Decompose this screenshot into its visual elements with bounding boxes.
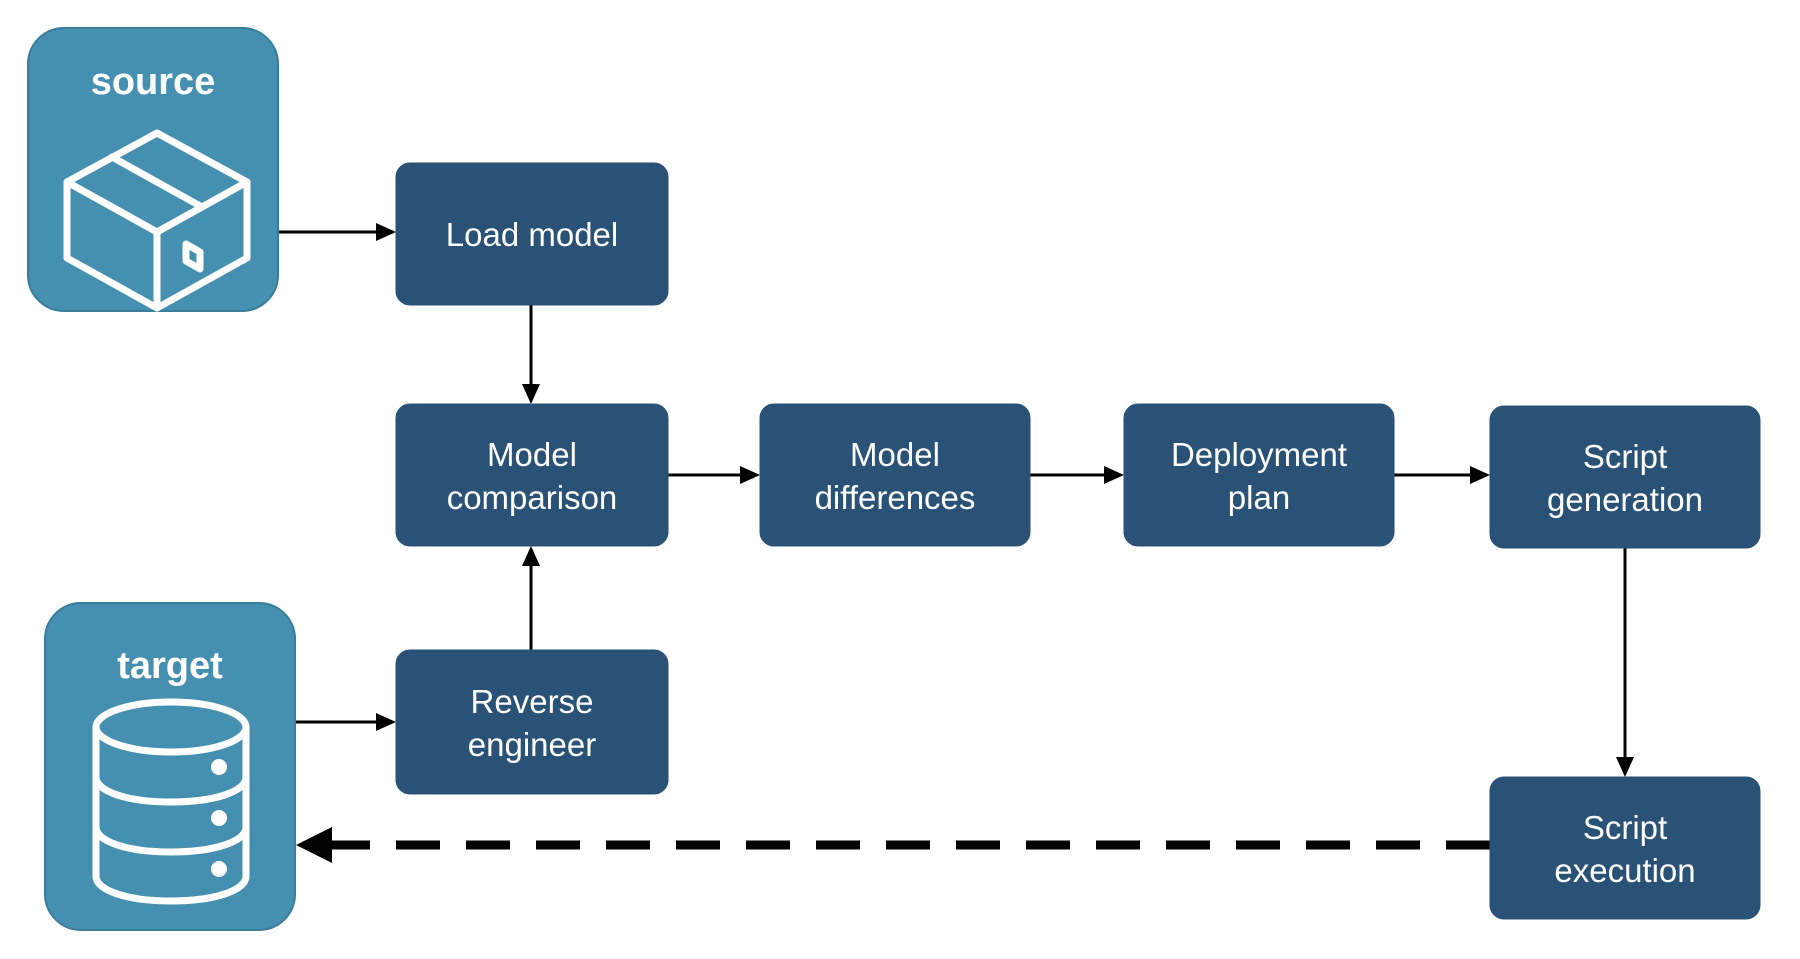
connector-reverse-engineer-to-model-comparison	[522, 546, 540, 650]
connector-model-comparison-to-model-differences	[668, 466, 760, 484]
node-model-comparison[interactable]: Model comparison	[395, 403, 669, 547]
database-indicator-dot	[211, 810, 227, 826]
script-generation-box[interactable]	[1489, 405, 1761, 549]
connectors-layer	[278, 223, 1634, 863]
node-model-differences[interactable]: Model differences	[759, 403, 1031, 547]
node-reverse-engineer[interactable]: Reverse engineer	[395, 649, 669, 795]
deployment-plan-box[interactable]	[1123, 403, 1395, 547]
deployment-plan-label-line-1: Deployment	[1171, 436, 1347, 473]
model-comparison-label-line-2: comparison	[447, 479, 618, 516]
model-differences-label-line-1: Model	[850, 436, 940, 473]
package-box-icon	[63, 129, 251, 312]
node-source[interactable]: source	[27, 27, 279, 312]
script-execution-box[interactable]	[1489, 776, 1761, 920]
database-indicator-dot	[211, 759, 227, 775]
node-load-model[interactable]: Load model	[395, 162, 669, 306]
source-label: source	[91, 61, 216, 103]
connector-script-generation-to-script-execution	[1616, 548, 1634, 777]
model-comparison-label-line-1: Model	[487, 436, 577, 473]
connector-load-model-to-model-comparison	[522, 305, 540, 404]
script-execution-label-line-2: execution	[1554, 852, 1695, 889]
connector-deployment-plan-to-script-generation	[1394, 466, 1490, 484]
connector-model-differences-to-deployment-plan	[1030, 466, 1124, 484]
connector-source-to-load-model	[278, 223, 396, 241]
node-script-execution[interactable]: Script execution	[1489, 776, 1761, 920]
deployment-plan-label-line-2: plan	[1228, 479, 1290, 516]
connector-script-execution-to-target	[296, 827, 1490, 863]
script-generation-label-line-1: Script	[1583, 438, 1667, 475]
model-differences-box[interactable]	[759, 403, 1031, 547]
target-card-background[interactable]	[44, 602, 296, 931]
target-label: target	[117, 645, 223, 687]
script-generation-label-line-2: generation	[1547, 481, 1703, 518]
load-model-box[interactable]	[395, 162, 669, 306]
node-script-generation[interactable]: Script generation	[1489, 405, 1761, 549]
load-model-label-line-1: Load model	[446, 216, 618, 253]
reverse-engineer-label-line-1: Reverse	[471, 683, 594, 720]
node-deployment-plan[interactable]: Deployment plan	[1123, 403, 1395, 547]
database-indicator-dot	[211, 861, 227, 877]
source-card-background[interactable]	[27, 27, 279, 312]
model-differences-label-line-2: differences	[815, 479, 976, 516]
database-cylinder-icon	[92, 698, 250, 905]
reverse-engineer-box[interactable]	[395, 649, 669, 795]
node-target[interactable]: target	[44, 602, 296, 931]
reverse-engineer-label-line-2: engineer	[468, 726, 596, 763]
model-comparison-box[interactable]	[395, 403, 669, 547]
connector-target-to-reverse-engineer	[295, 713, 396, 731]
script-execution-label-line-1: Script	[1583, 809, 1667, 846]
